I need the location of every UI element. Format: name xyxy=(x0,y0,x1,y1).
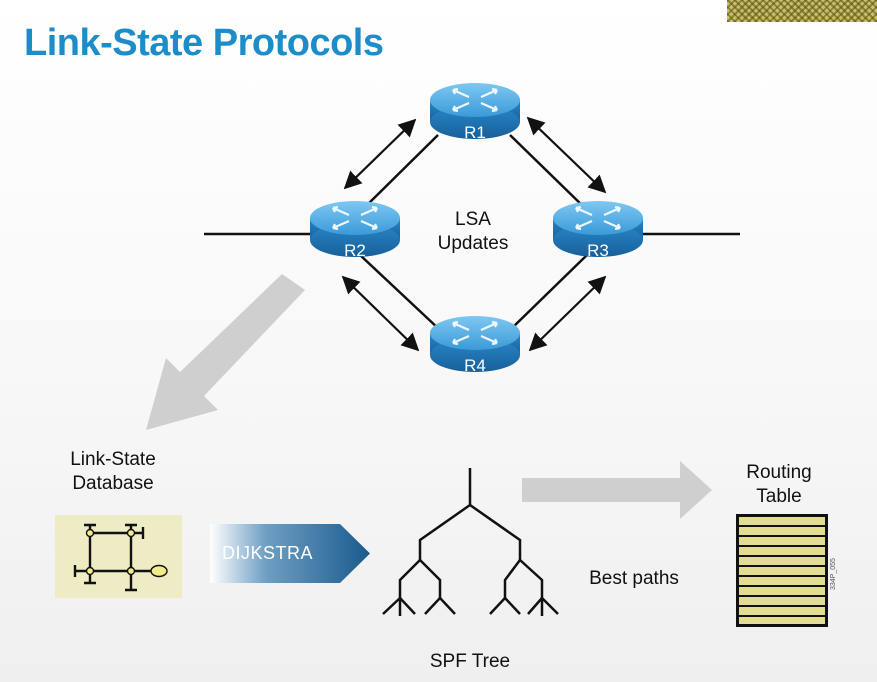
routing-table-label-line2: Table xyxy=(756,486,802,507)
spf-tree-label: SPF Tree xyxy=(429,651,511,672)
router-r1-icon: R1 xyxy=(428,81,522,142)
flow-arrow-to-routing-table xyxy=(522,461,712,519)
lsa-updates-line1: LSA xyxy=(455,209,491,230)
corner-pattern xyxy=(727,0,877,22)
link-state-database-icon xyxy=(55,515,182,598)
router-r3-icon: R3 xyxy=(551,199,645,260)
dijkstra-arrow xyxy=(210,524,370,583)
link-r2-r4 xyxy=(359,254,441,331)
dijkstra-label: DIJKSTRA xyxy=(222,543,314,563)
router-r1-label: R1 xyxy=(464,123,486,142)
routing-table-icon xyxy=(736,514,828,627)
routing-table-label-line1: Routing xyxy=(746,462,812,483)
lsa-updates-label: LSA Updates xyxy=(410,208,536,256)
link-r1-r3 xyxy=(509,134,588,211)
lsa-arrow-r1-r3 xyxy=(526,116,607,194)
lsdb-label-line1: Link-State xyxy=(70,449,156,470)
lsa-updates-line2: Updates xyxy=(437,233,509,254)
best-paths-label: Best paths xyxy=(589,568,679,589)
router-r4-icon: R4 xyxy=(428,314,522,375)
figure-id: 334P_055 xyxy=(830,558,837,590)
routing-table-label: Routing Table xyxy=(722,461,836,509)
lsa-arrow-r3-r4 xyxy=(528,275,607,352)
flow-arrow-to-database xyxy=(146,274,305,430)
router-r3-label: R3 xyxy=(587,241,609,260)
lsdb-label-line2: Database xyxy=(72,473,154,494)
lsa-arrow-r1-r2 xyxy=(343,118,417,190)
link-state-database-label: Link-State Database xyxy=(48,448,178,496)
spf-tree-icon xyxy=(382,468,559,616)
link-r3-r4 xyxy=(509,254,588,331)
link-r1-r2 xyxy=(361,134,439,211)
router-r4-label: R4 xyxy=(464,356,486,375)
router-r2-icon: R2 xyxy=(308,199,402,260)
router-r2-label: R2 xyxy=(344,241,366,260)
lsa-arrow-r2-r4 xyxy=(341,275,420,352)
page-title: Link-State Protocols xyxy=(24,22,384,64)
